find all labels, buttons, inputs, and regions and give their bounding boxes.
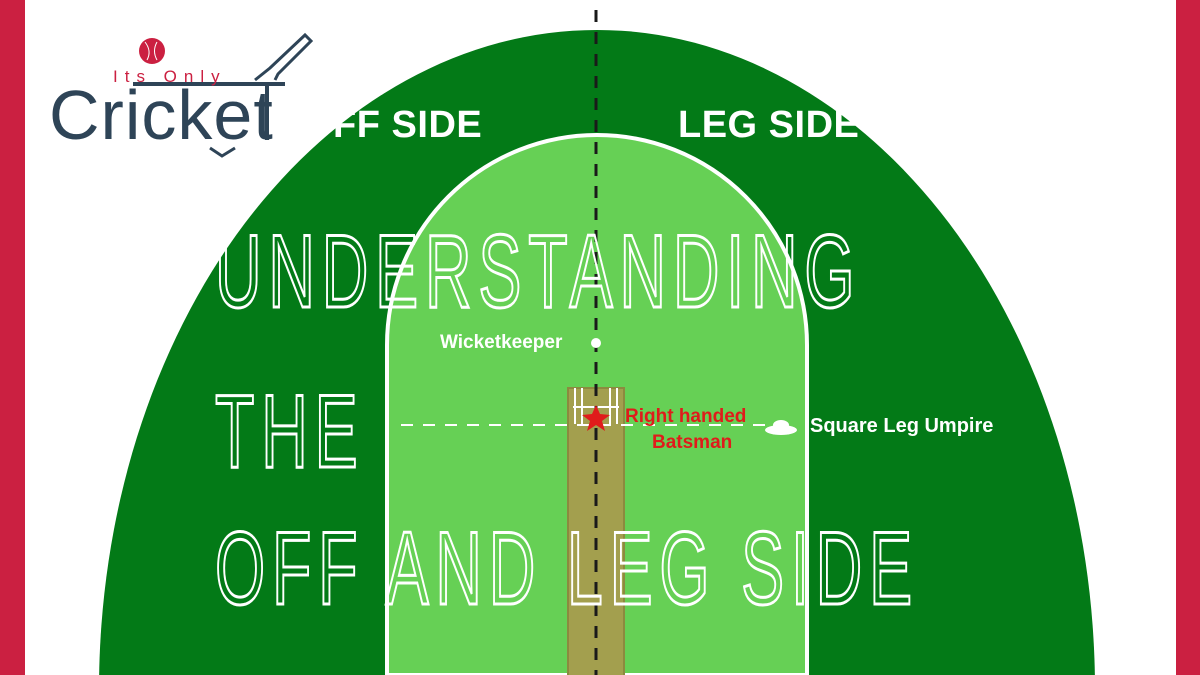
batsman-label-line1: Right handed xyxy=(625,406,747,427)
cricket-bat-icon xyxy=(254,32,314,82)
wicketkeeper-dot xyxy=(591,338,601,348)
wicketkeeper-label: Wicketkeeper xyxy=(440,332,563,353)
headline-line3: Off and Leg Side xyxy=(214,511,919,627)
logo-small-text: Its Only xyxy=(113,67,227,86)
off-side-label: OFF SIDE xyxy=(303,104,483,146)
headline-line1: Understanding xyxy=(214,214,862,330)
field-diagram xyxy=(99,10,1095,675)
batsman-star-icon xyxy=(582,405,610,431)
logo-big-text: Cricket xyxy=(49,76,274,154)
leg-side-label: LEG SIDE xyxy=(678,104,860,146)
site-logo[interactable]: Its Only Cricket xyxy=(45,30,315,170)
umpire-label: Square Leg Umpire xyxy=(810,415,994,437)
right-accent-bar xyxy=(1176,0,1200,675)
left-accent-bar xyxy=(0,0,25,675)
logo-graphics xyxy=(133,32,314,158)
batsman-label-line2: Batsman xyxy=(652,432,733,453)
headline-line2: the xyxy=(214,374,365,490)
cricket-ball-icon xyxy=(139,38,165,64)
cricket-field-graphic: OFF SIDE LEG SIDE Wicketkeeper Right han… xyxy=(25,0,1176,675)
